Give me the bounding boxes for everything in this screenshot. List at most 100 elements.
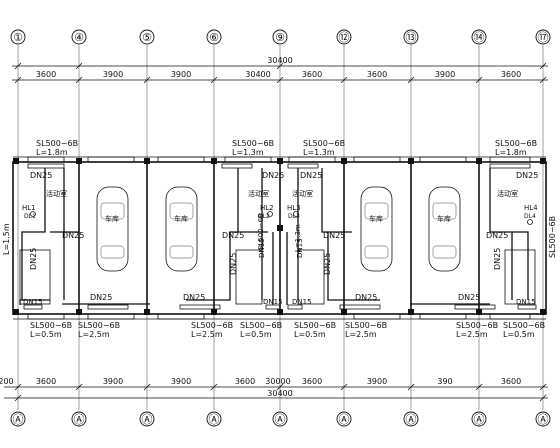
- dim-total-bottom-upper: 30000: [265, 377, 290, 386]
- dim-top: 3900: [103, 70, 123, 79]
- top-dimensions: 30400 3600 3900 3900 30400 3600 3600 390…: [12, 56, 548, 84]
- pipe-label-vertical: DN25: [323, 253, 332, 275]
- length-label-bottom: L=2.5m: [78, 330, 110, 339]
- room-label-activity: 活动室: [46, 189, 67, 198]
- room-label-activity: 活动室: [248, 189, 269, 198]
- car-2: [165, 186, 198, 272]
- dim-bottom: 3900: [367, 377, 387, 386]
- pipe-label-vertical: DN15: [296, 238, 304, 258]
- heater-label-top: SL500−6B: [303, 139, 345, 148]
- car-3: [360, 186, 393, 272]
- axis-label-bottom: Ⓐ: [142, 413, 153, 426]
- room-label-garage: 车库: [437, 214, 451, 223]
- heater-label-top: SL500−6B: [36, 139, 78, 148]
- pipe-label: DN25: [516, 171, 538, 180]
- axis-label-bottom: Ⓐ: [74, 413, 85, 426]
- car-4: [428, 186, 461, 272]
- axis-label-bottom: Ⓐ: [339, 413, 350, 426]
- heater-label-top: SL500−6B: [232, 139, 274, 148]
- center-length-label: L=1.3m: [294, 224, 302, 252]
- pipe-label: DN25: [486, 231, 508, 240]
- pipe-label: DN25: [222, 231, 244, 240]
- axis-label-bottom: Ⓐ: [209, 413, 220, 426]
- axis-label-bottom: Ⓐ: [406, 413, 417, 426]
- length-label-top: L=1.8m: [495, 148, 527, 157]
- room-label-activity: 活动室: [497, 189, 518, 198]
- bottom-dimensions: 200 3600 3900 3900 3600 30000 3600 3900 …: [0, 377, 548, 402]
- pipe-label: DN25: [300, 171, 322, 180]
- left-length-label: L=1.5m: [2, 223, 11, 255]
- dim-bottom: 3900: [103, 377, 123, 386]
- dim-top: 3600: [501, 70, 521, 79]
- dim-bottom: 3900: [171, 377, 191, 386]
- dim-total-top-upper: 30400: [267, 56, 292, 65]
- pipe-label-vertical: DN25: [229, 253, 238, 275]
- riser-label-dl3: DL3: [288, 213, 300, 220]
- pipe-label: DN25: [183, 293, 205, 302]
- dim-top: 3600: [36, 70, 56, 79]
- room-label-garage: 车库: [174, 214, 188, 223]
- right-heater-label: SL500−6B: [548, 216, 557, 258]
- pipe-label-small: DN15: [516, 298, 536, 306]
- axis-label-top: ⑥: [209, 31, 219, 44]
- dim-bottom: 390: [437, 377, 452, 386]
- axis-label-bottom: Ⓐ: [13, 413, 24, 426]
- windows: [27, 156, 531, 320]
- dim-bottom: 3600: [36, 377, 56, 386]
- room-label-activity: 活动室: [292, 189, 313, 198]
- riser-label-dl2: DL2: [258, 213, 270, 220]
- riser-label-hl1: HL1: [22, 204, 36, 212]
- axis-label-top: ⑬: [406, 31, 417, 44]
- axis-label-bottom: Ⓐ: [275, 413, 286, 426]
- length-label-bottom: L=0.5m: [294, 330, 326, 339]
- dim-top: 3600: [367, 70, 387, 79]
- dim-bottom: 3600: [235, 377, 255, 386]
- axis-label-bottom: Ⓐ: [474, 413, 485, 426]
- dim-top: 3900: [435, 70, 455, 79]
- axis-label-top: ⑫: [339, 31, 350, 44]
- length-label-bottom: L=2.5m: [345, 330, 377, 339]
- length-label-bottom: L=0.5m: [30, 330, 62, 339]
- center-heater-label: SL500−6B: [257, 213, 265, 250]
- length-label-bottom: L=2.5m: [191, 330, 223, 339]
- heater-label-bottom: SL500−6B: [30, 321, 72, 330]
- pipe-label-vertical: DN25: [29, 248, 38, 270]
- axis-label-top: ①: [13, 31, 23, 44]
- axis-label-top: ⑨: [275, 31, 285, 44]
- pipe-label: DN25: [62, 231, 84, 240]
- heater-label-bottom: SL500−6B: [240, 321, 282, 330]
- heater-label-bottom: SL500−6B: [78, 321, 120, 330]
- piping: [19, 168, 529, 305]
- length-label-top: L=1.3m: [303, 148, 335, 157]
- heater-label-bottom: SL500−6B: [456, 321, 498, 330]
- pipe-label: DN25: [30, 171, 52, 180]
- pipe-label-vertical: DN15: [258, 238, 266, 258]
- dim-bottom: 3600: [302, 377, 322, 386]
- heater-label-bottom: SL500−6B: [294, 321, 336, 330]
- pipe-label: DN25: [458, 293, 480, 302]
- heater-label-bottom: SL500−6B: [345, 321, 387, 330]
- length-label-top: L=1.8m: [36, 148, 68, 157]
- pipe-label: DN25: [323, 231, 345, 240]
- riser-label-hl3: HL3: [287, 204, 301, 212]
- pipe-label-small: DN15: [292, 298, 312, 306]
- car-1: [96, 186, 129, 272]
- dim-total-top-lower: 30400: [245, 70, 270, 79]
- dim-top: 3900: [171, 70, 191, 79]
- riser-label-dl4: DL4: [524, 213, 536, 220]
- axis-label-top: ⑭: [474, 31, 485, 44]
- bottom-axis-bubbles: Ⓐ Ⓐ Ⓐ Ⓐ Ⓐ Ⓐ Ⓐ Ⓐ Ⓐ: [10, 411, 551, 427]
- pipe-label-vertical: DN25: [493, 248, 502, 270]
- riser-label-dl1: DL1: [24, 213, 36, 220]
- dim-top: 3600: [302, 70, 322, 79]
- room-label-garage: 车库: [369, 214, 383, 223]
- axis-label-bottom: Ⓐ: [538, 413, 549, 426]
- heater-label-top: SL500−6B: [495, 139, 537, 148]
- dim-bottom: 3600: [501, 377, 521, 386]
- length-label-bottom: L=0.5m: [240, 330, 272, 339]
- room-labels: 活动室 活动室 活动室 活动室: [46, 189, 518, 198]
- top-axis-bubbles: ① ④ ⑤ ⑥ ⑨ ⑫ ⑬ ⑭ ⑰: [10, 29, 551, 45]
- pipe-label: DN25: [355, 293, 377, 302]
- axis-label-top: ⑤: [142, 31, 152, 44]
